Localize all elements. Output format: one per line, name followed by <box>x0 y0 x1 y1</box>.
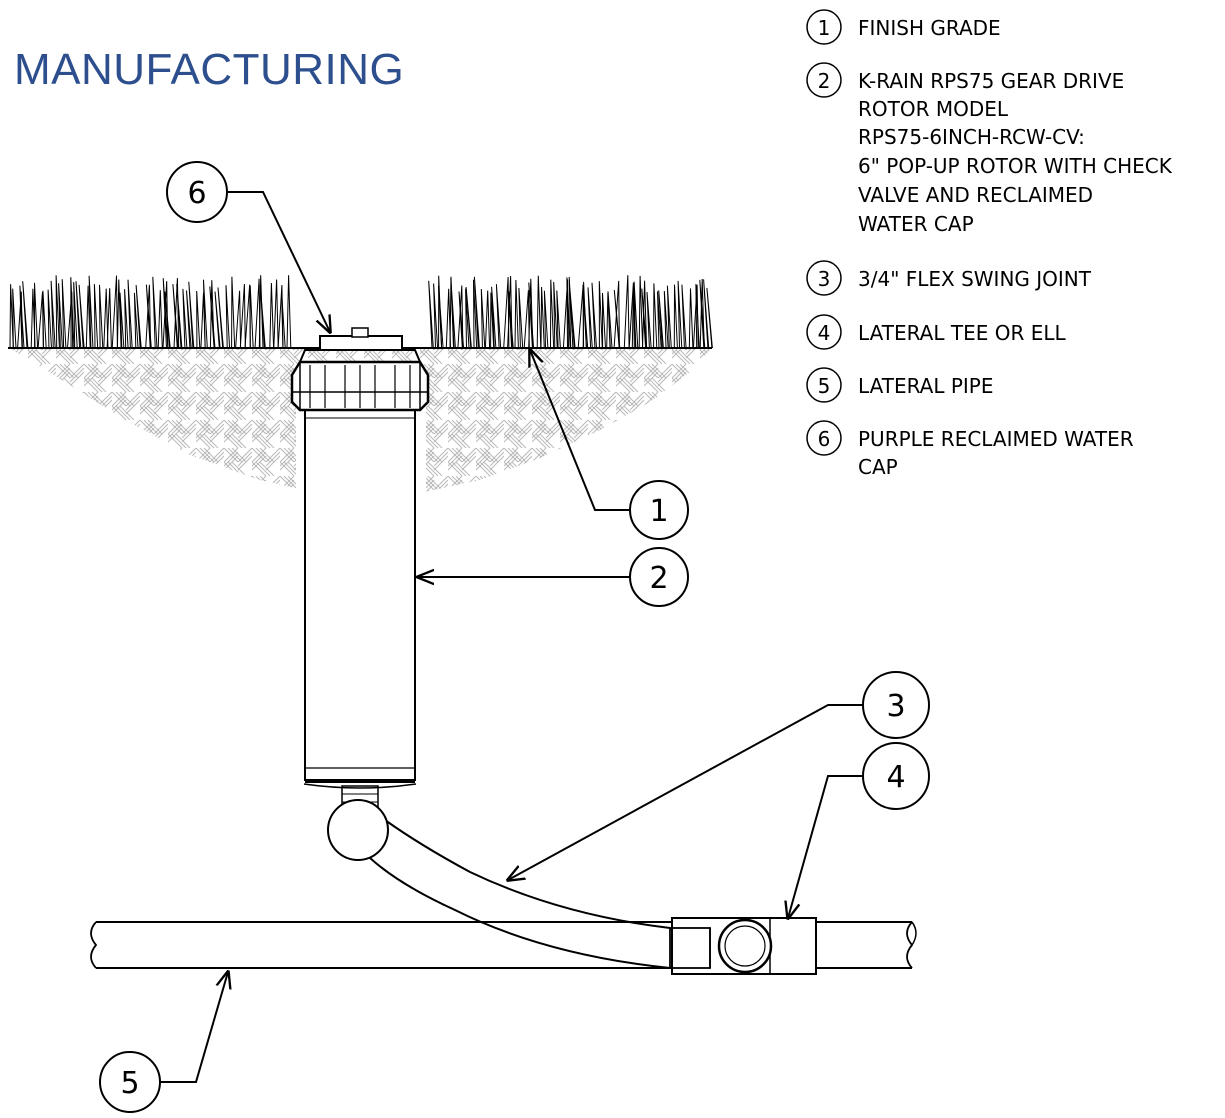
legend-text-line: K-RAIN RPS75 GEAR DRIVE <box>858 69 1124 93</box>
legend-item-3: 3 3/4" FLEX SWING JOINT <box>806 260 1092 296</box>
legend: 1 FINISH GRADE 2 K-RAIN RPS75 GEAR DRIVE… <box>806 9 1173 479</box>
callout-3: 3 <box>862 671 930 739</box>
legend-number-bubble <box>806 260 842 296</box>
legend-text-line: CAP <box>858 455 898 479</box>
legend-item-1: 1 FINISH GRADE <box>806 9 1001 45</box>
callout-6: 6 <box>166 161 228 223</box>
callout-5: 5 <box>99 1051 161 1113</box>
lateral-tee <box>671 917 817 975</box>
legend-number-bubble <box>806 9 842 45</box>
legend-number: 2 <box>818 69 831 93</box>
legend-text-line: LATERAL PIPE <box>858 374 994 398</box>
legend-item-5: 5 LATERAL PIPE <box>806 367 994 403</box>
legend-number: 1 <box>818 16 831 40</box>
legend-text-line: VALVE AND RECLAIMED <box>858 183 1093 207</box>
legend-item-2: 2 K-RAIN RPS75 GEAR DRIVE ROTOR MODEL RP… <box>806 62 1173 236</box>
callout-2-label: 2 <box>649 561 668 596</box>
callout-4-label: 4 <box>886 760 905 795</box>
lateral-pipe <box>90 921 917 969</box>
legend-text-line: WATER CAP <box>858 212 974 236</box>
legend-item-6: 6 PURPLE RECLAIMED WATER CAP <box>806 420 1134 479</box>
leader-lines <box>160 191 863 1083</box>
legend-text-line: RPS75-6INCH-RCW-CV: <box>858 125 1085 149</box>
legend-text-line: 3/4" FLEX SWING JOINT <box>858 267 1092 291</box>
legend-text-line: FINISH GRADE <box>858 16 1001 40</box>
legend-number: 3 <box>818 267 831 291</box>
callout-1-label: 1 <box>649 494 668 529</box>
legend-number-bubble <box>806 62 842 98</box>
legend-number-bubble <box>806 367 842 403</box>
legend-number: 4 <box>818 321 831 345</box>
page-title: MANUFACTURING <box>14 45 404 94</box>
callout-1: 1 <box>629 480 689 540</box>
swing-joint <box>327 785 711 969</box>
legend-text-line: LATERAL TEE OR ELL <box>858 321 1066 345</box>
legend-number: 5 <box>818 374 831 398</box>
callout-3-label: 3 <box>886 689 905 724</box>
callout-2: 2 <box>629 547 689 607</box>
legend-number: 6 <box>818 427 831 451</box>
legend-item-4: 4 LATERAL TEE OR ELL <box>806 314 1066 350</box>
legend-text-line: 6" POP-UP ROTOR WITH CHECK <box>858 154 1173 178</box>
callout-6-label: 6 <box>187 176 206 211</box>
turf-grass <box>9 275 713 349</box>
callout-5-label: 5 <box>120 1066 139 1101</box>
rotor-cap <box>290 327 430 412</box>
legend-number-bubble <box>806 420 842 456</box>
legend-text-line: ROTOR MODEL <box>858 97 1009 121</box>
legend-text-line: PURPLE RECLAIMED WATER <box>858 427 1134 451</box>
callout-4: 4 <box>862 742 930 810</box>
legend-number-bubble <box>806 314 842 350</box>
